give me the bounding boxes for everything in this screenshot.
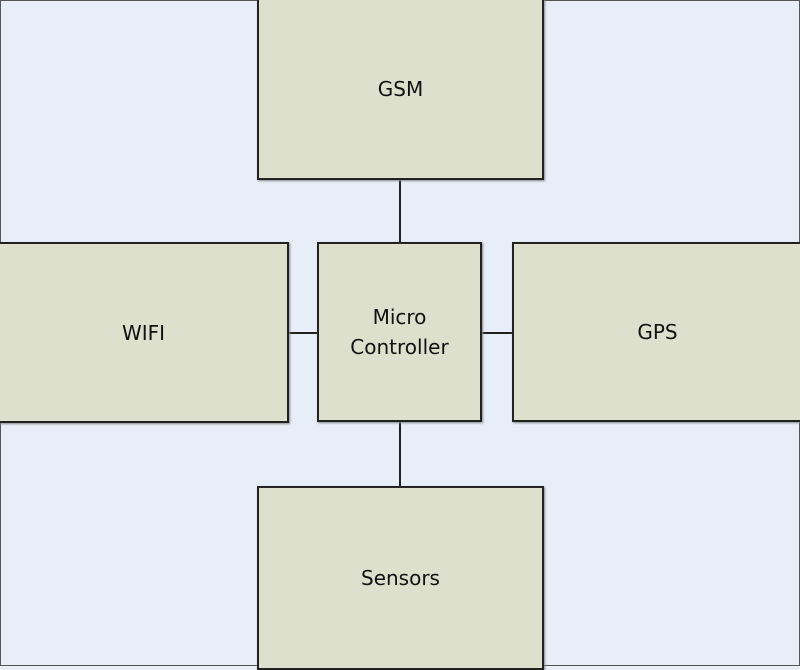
sensors-block: Sensors: [257, 486, 544, 670]
gps-label: GPS: [637, 320, 678, 344]
microcontroller-block: Micro Controller: [317, 242, 482, 422]
wifi-label: WIFI: [121, 320, 166, 345]
gps-block: GPS: [512, 242, 800, 422]
connector-micro-gps: [481, 332, 513, 334]
connector-wifi-micro: [288, 332, 318, 334]
sensors-label: Sensors: [361, 566, 440, 590]
microcontroller-label-line2: Controller: [350, 335, 449, 359]
connector-micro-sensors: [399, 421, 401, 487]
gsm-block: GSM: [257, 0, 544, 180]
wifi-block: WIFI: [0, 242, 289, 423]
gsm-label: GSM: [377, 77, 424, 101]
connector-gsm-micro: [399, 179, 401, 243]
microcontroller-label-line1: Micro: [372, 305, 427, 329]
